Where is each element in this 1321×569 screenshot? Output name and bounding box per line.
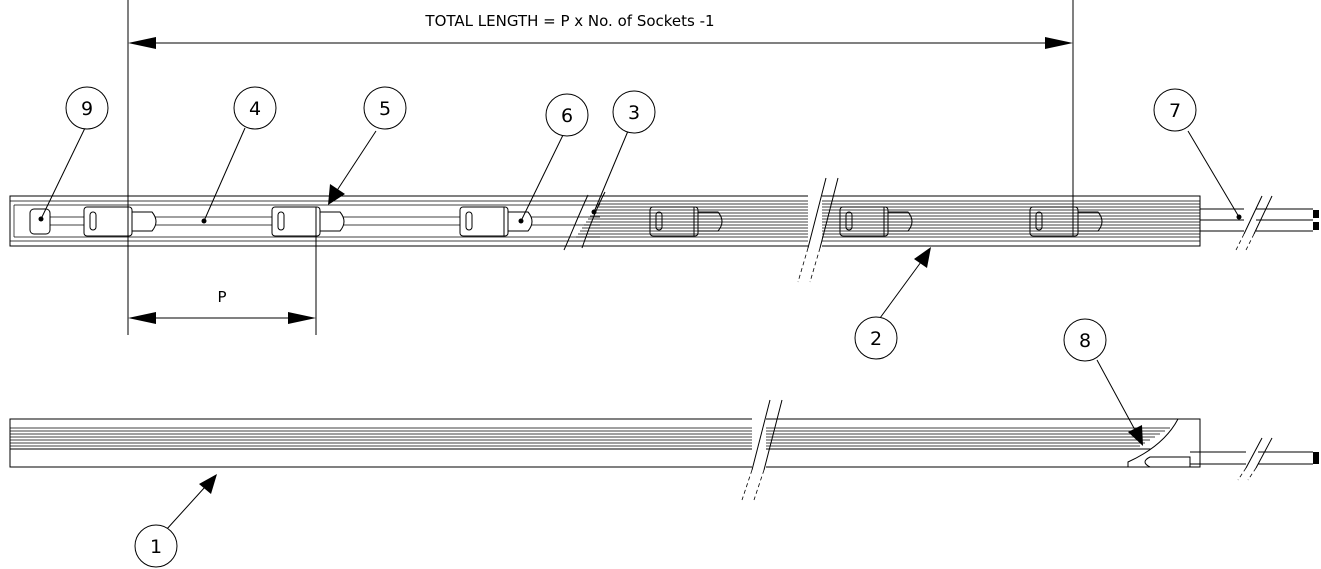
leader-5-arrowhead: [328, 184, 345, 205]
balloon-3-label: 3: [628, 102, 640, 124]
break-mark-bottom: [741, 399, 783, 501]
bottom-view-strip: [9, 399, 1319, 501]
balloon-7-label: 7: [1169, 100, 1181, 122]
balloon-3: 3: [612, 90, 656, 134]
leader-6: [520, 132, 565, 222]
balloon-4: 4: [233, 86, 277, 130]
end-cap: [29, 208, 51, 235]
total-length-dimension: TOTAL LENGTH = P x No. of Sockets -1: [127, 0, 1074, 335]
socket-4: [649, 206, 723, 237]
pitch-arrowhead-right: [288, 312, 316, 324]
balloon-8-label: 8: [1079, 330, 1091, 352]
leader-9: [40, 127, 86, 220]
total-length-label: TOTAL LENGTH = P x No. of Sockets -1: [424, 12, 714, 30]
top-view-strip: [9, 177, 1319, 283]
socket-5: [839, 206, 913, 237]
leader-1: [165, 486, 206, 531]
break-mark-top: [797, 177, 839, 283]
leader-8-arrowhead: [1128, 425, 1143, 446]
balloon-6-label: 6: [561, 105, 573, 127]
balloon-9: 9: [65, 86, 109, 130]
lead-wire-top: [1200, 195, 1319, 251]
balloon-6: 6: [545, 93, 589, 137]
balloon-1-label: 1: [150, 536, 162, 558]
rail-outline: [9, 195, 1201, 247]
lead-wire-bottom: [1190, 437, 1319, 481]
pitch-dimension: P: [128, 230, 317, 335]
balloon-9-label: 9: [81, 98, 93, 120]
arrowhead-left: [128, 37, 156, 49]
balloon-1: 1: [134, 524, 178, 568]
leader-1-arrowhead: [199, 474, 217, 494]
balloon-5: 5: [363, 86, 407, 130]
balloon-2-label: 2: [870, 328, 882, 350]
leader-2: [879, 261, 922, 319]
leader-4: [203, 127, 246, 222]
balloon-7: 7: [1153, 88, 1197, 132]
pitch-arrowhead-left: [128, 312, 156, 324]
balloon-5-label: 5: [379, 98, 391, 120]
leader-3: [593, 130, 629, 213]
leader-lines: [38, 127, 1242, 531]
socket-2: [271, 206, 345, 237]
cutaway-break-line-1: [581, 191, 606, 249]
grommet: [1144, 456, 1191, 468]
cutaway-break-line-2: [563, 194, 589, 251]
socket-6: [1029, 206, 1103, 237]
leader-7: [1187, 130, 1240, 218]
leader-5: [335, 130, 377, 193]
balloon-2: 2: [854, 316, 898, 360]
pitch-label: P: [217, 288, 226, 306]
balloon-8: 8: [1063, 318, 1107, 362]
housing-lines: [10, 427, 1200, 450]
leader-8: [1096, 359, 1136, 431]
socket-3: [459, 206, 533, 237]
socket-1: [83, 206, 157, 237]
leader-2-arrowhead: [914, 247, 931, 268]
arrowhead-right: [1045, 37, 1073, 49]
balloon-4-label: 4: [249, 98, 261, 120]
